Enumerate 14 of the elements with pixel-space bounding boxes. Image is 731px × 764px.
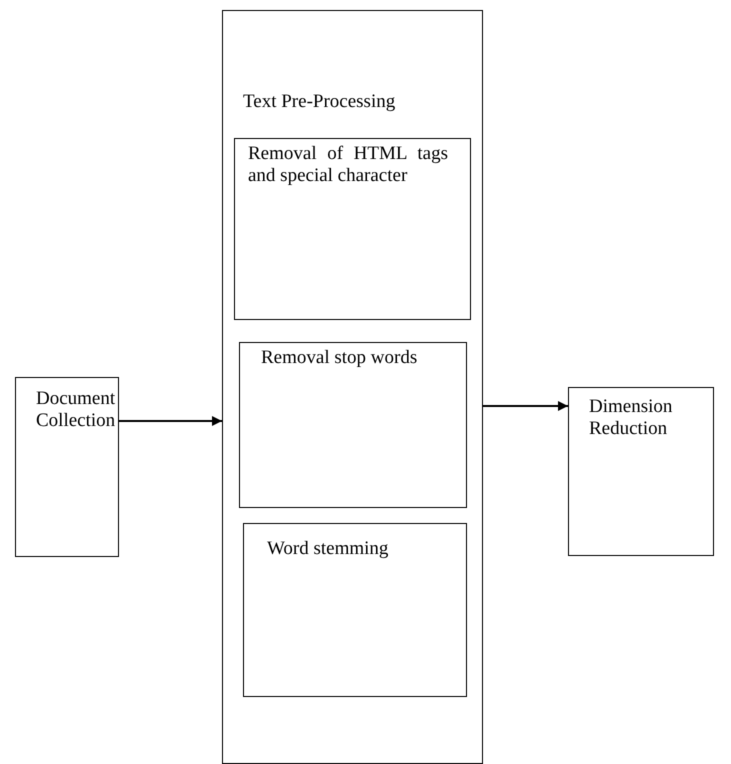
arrow (483, 401, 568, 411)
box-label: Word stemming (267, 538, 390, 560)
stage-box (222, 10, 483, 764)
arrow (119, 416, 222, 426)
process-box (15, 377, 119, 557)
box-label: Dimension Reduction (589, 396, 674, 440)
step-box (234, 138, 471, 320)
step-box (243, 523, 467, 697)
step-box (239, 342, 467, 508)
process-box (568, 387, 714, 556)
box-label: Removal of HTML tags and special character (248, 143, 448, 187)
box-label: Removal stop words (261, 347, 418, 369)
box-label: Document Collection (36, 388, 116, 432)
box-label: Text Pre-Processing (243, 91, 396, 113)
